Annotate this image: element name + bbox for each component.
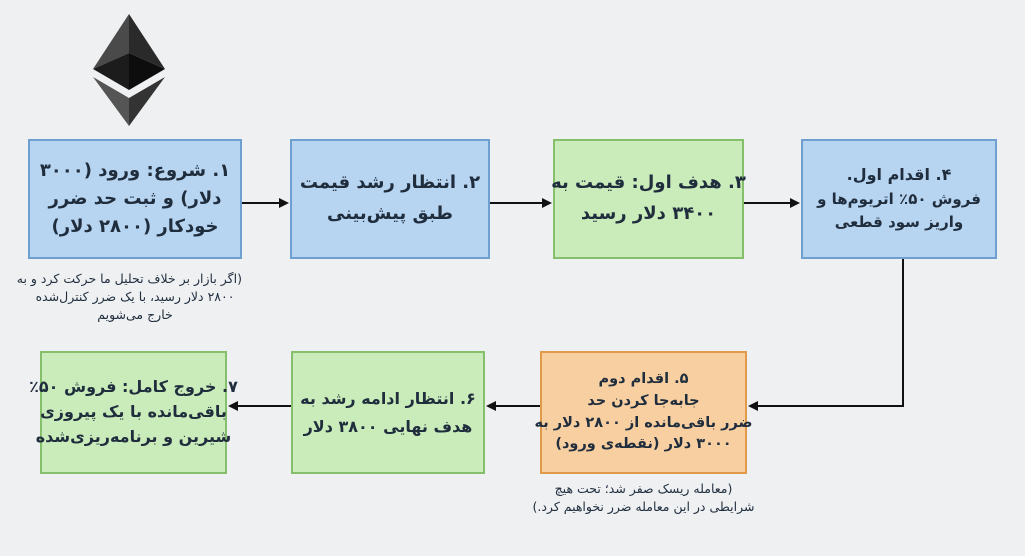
step-3-text-line: ۳. هدف اول: قیمت به <box>551 172 746 194</box>
note1-text-line: (اگر بازار بر خلاف تحلیل ما حرکت کرد و ب… <box>16 271 242 286</box>
step-4-first-action-box: ۴. اقدام اول. فروش ۵۰٪ اتریوم‌ها و واریز س… <box>801 139 997 259</box>
step-1-start-box: ۱. شروع: ورود (۳۰۰۰ دلار) و ثبت حد ضرر خود… <box>28 139 242 259</box>
step-5-second-action-box: ۵. اقدام دوم جابه‌جا کردن حد ضرر باقی‌ماند… <box>534 351 753 474</box>
step-7-text-line: ۷. خروج کامل: فروش ۵۰٪ <box>29 377 238 397</box>
step-2-text-line: طبق پیش‌بینی <box>327 203 454 224</box>
step-5-text-line: ۵. اقدام دوم <box>598 371 689 387</box>
risk-free-note: (معامله ریسک صفر شد؛ تحت هیچ شرایطی در ای… <box>515 480 772 516</box>
step-1-text-line: ۱. شروع: ورود (۳۰۰۰ <box>39 160 231 182</box>
step-3-text-line: ۳۴۰۰ دلار رسید <box>580 203 717 224</box>
stop-loss-note: (اگر بازار بر خلاف تحلیل ما حرکت کرد و ب… <box>16 270 242 324</box>
step-6-text-line: ۶. انتظار ادامه رشد به <box>300 389 476 409</box>
step-1-text-line: خودکار (۲۸۰۰ دلار) <box>51 215 219 237</box>
note2-text-line: (معامله ریسک صفر شد؛ تحت هیچ <box>554 481 733 496</box>
step-4-text-line: واریز سود قطعی <box>834 213 964 232</box>
step-7-text-line: شیرین و برنامه‌ریزی‌شده <box>35 426 232 446</box>
step-6-text-line: هدف نهایی ۳۸۰۰ دلار <box>303 416 473 436</box>
step-7-full-exit-box: ۷. خروج کامل: فروش ۵۰٪ باقی‌مانده با یک پ… <box>29 351 238 474</box>
step-5-text-line: ضرر باقی‌مانده از ۲۸۰۰ دلار به <box>534 414 753 431</box>
ethereum-logo-icon <box>93 14 165 126</box>
arrow-4-to-5 <box>748 259 904 411</box>
step-4-text-line: ۴. اقدام اول. <box>846 165 952 185</box>
step-4-text-line: فروش ۵۰٪ اتریوم‌ها و <box>817 190 981 209</box>
step-6-final-target-box: ۶. انتظار ادامه رشد به هدف نهایی ۳۸۰۰ دلا… <box>291 351 485 474</box>
step-5-text-line: ۳۰۰۰ دلار (نقطه‌ی ورود) <box>555 436 732 453</box>
note2-text-line: شرایطی در این معامله ضرر نخواهیم کرد.) <box>532 499 755 515</box>
step-3-first-target-box: ۳. هدف اول: قیمت به ۳۴۰۰ دلار رسید <box>551 139 746 259</box>
step-5-text-line: جابه‌جا کردن حد <box>587 392 700 409</box>
step-1-text-line: دلار) و ثبت حد ضرر <box>48 188 222 210</box>
step-7-text-line: باقی‌مانده با یک پیروزی <box>40 402 227 422</box>
step-2-wait-growth-box: ۲. انتظار رشد قیمت طبق پیش‌بینی <box>290 139 490 259</box>
note1-text-line: ۲۸۰۰ دلار رسید، با یک ضرر کنترل‌شده <box>35 289 235 305</box>
note1-text-line: خارج می‌شویم <box>97 307 173 323</box>
step-2-text-line: ۲. انتظار رشد قیمت <box>299 172 481 194</box>
